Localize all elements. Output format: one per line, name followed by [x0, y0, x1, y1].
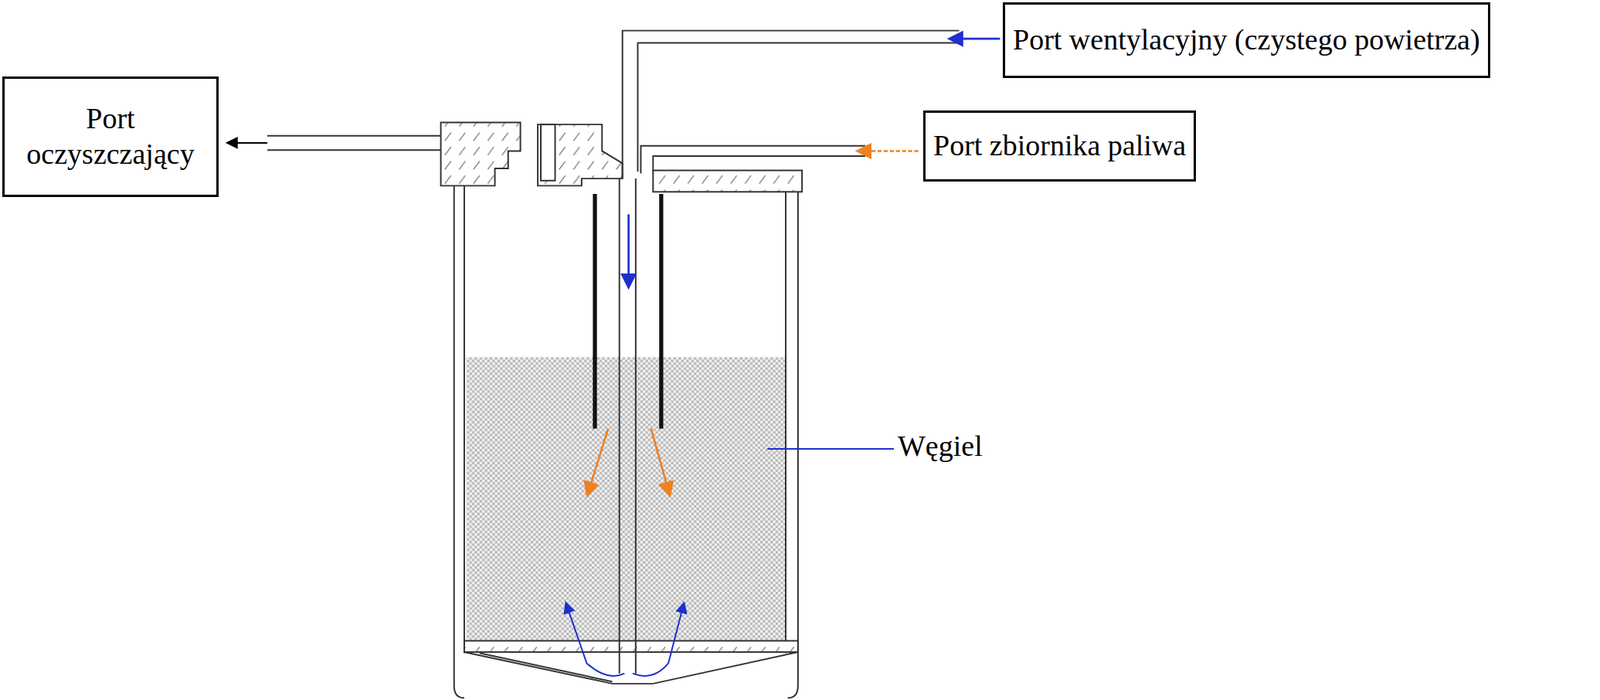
purge-pipe	[228, 135, 442, 150]
port-label: Port oczyszczający	[12, 101, 209, 172]
port-label-box: Port wentylacyjny (czystego powietrza)	[1002, 2, 1491, 79]
fuel-tank-pipe	[587, 146, 919, 494]
carbon-bed	[466, 356, 786, 641]
port-label: Port wentylacyjny (czystego powietrza)	[1012, 22, 1481, 58]
port-label: Port zbiornika paliwa	[933, 128, 1186, 164]
part-label: Węgiel	[896, 428, 985, 463]
leader-line	[767, 448, 894, 450]
baffle	[594, 193, 662, 429]
port-label-box: Port zbiornika paliwa	[923, 110, 1196, 182]
port-label-box: Port oczyszczający	[2, 76, 219, 198]
canister-body	[441, 122, 803, 698]
